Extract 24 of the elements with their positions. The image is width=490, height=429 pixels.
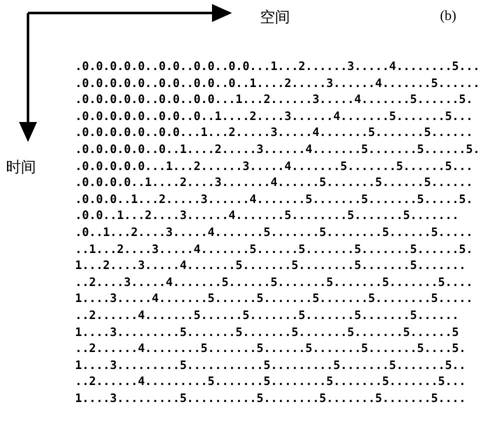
data-row: ..2......4........5.......5......5.......5.......5....5.	[75, 342, 466, 356]
data-row: .0.0.0.0.0..0.0..0..1....2....3......4.......5.......5...	[75, 110, 473, 123]
data-row: .0..1...2....3.....4.......5.......5........5......5.....	[75, 226, 473, 239]
data-row: .0.0..1...2....3......4.......5........5.......5.......	[75, 209, 459, 222]
data-row: .0.0.0.0..1....2....3.......4......5.......5......5......	[75, 176, 473, 190]
axis-label: 空间	[260, 8, 290, 27]
data-row: .0.0.0.0.0..0.0...1...2.....3.....4.......5.......5......	[75, 126, 473, 140]
data-row: 1....3.........5.......5.......5.......5.......5......5	[75, 326, 459, 339]
data-row: 1....3.........5..........5........5.......5.......5....	[75, 392, 466, 405]
data-row: ..1...2....3.....4.......5......5.......5.......5......5.	[75, 242, 473, 256]
axis-label: 时间	[6, 158, 36, 177]
data-row: ..2......4.........5.......5........5.......5.......5...	[75, 375, 466, 388]
data-row: ..2....3.....4.......5......5.......5.......5.......5....	[75, 276, 473, 289]
data-row: ..2......4.......5......5.......5.......5.......5......	[75, 309, 459, 322]
data-row: .0.0.0.0.0...1...2......3.....4.......5.......5......5...	[75, 160, 473, 173]
data-row: .0.0.0..1...2.....3......4.......5.......5.......5.....5.	[75, 192, 473, 206]
panel-label: (b)	[440, 9, 456, 25]
data-row: .0.0.0.0.0..0.0..0.0..0.0...1...2......3.....4........5...	[75, 60, 480, 73]
data-row: 1...2....3.....4.......5.......5........5.......5.......	[75, 259, 466, 272]
data-row: .0.0.0.0.0..0.0..0.0...1...2......3.....4.......5......5.	[75, 93, 473, 106]
data-row: 1....3.....4.......5......5.......5.......5........5.....	[75, 292, 473, 306]
data-row: .0.0.0.0.0..0.0..0.0..0..1....2.....3......4.......5......	[75, 76, 480, 90]
data-row: .0.0.0.0.0..0..1....2.....3......4.......5.......5......5.	[75, 143, 480, 156]
data-row: 1....3.........5...........5.........5.......5.......5..	[75, 358, 466, 372]
